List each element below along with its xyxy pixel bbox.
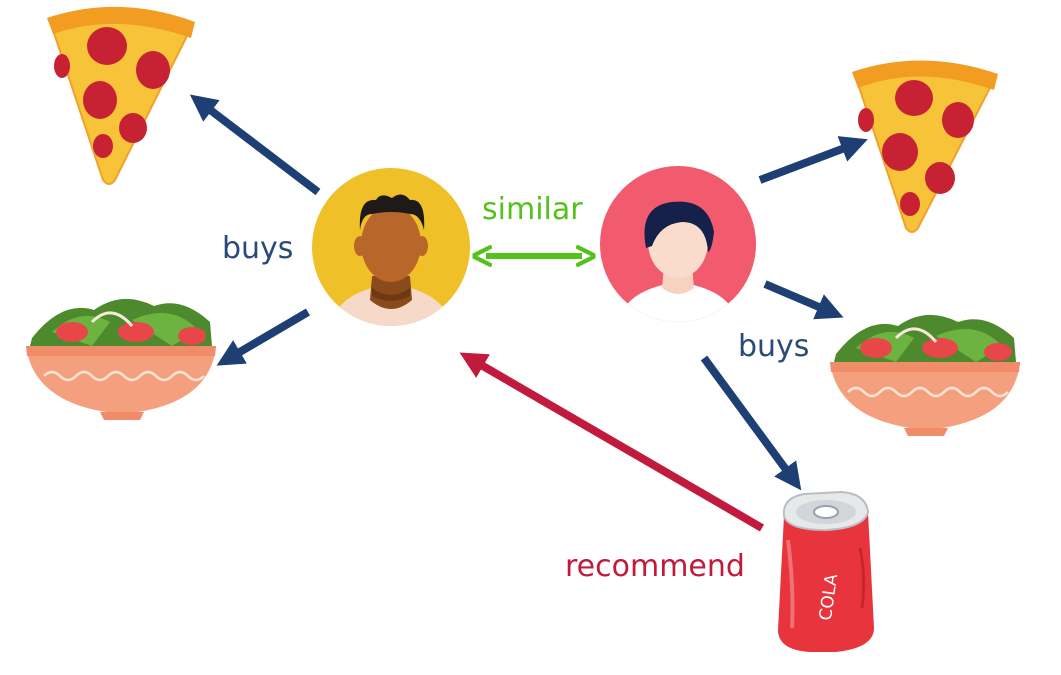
user-avatar-right (600, 166, 756, 322)
buys-label-right: buys (738, 329, 809, 364)
buys-arrow-left-pizza (189, 94, 321, 196)
buys-arrow-right-pizza (758, 136, 868, 184)
similar-label: similar (482, 192, 583, 227)
buys-arrow-right-cola (700, 355, 802, 491)
pizza-slice-icon (852, 60, 998, 233)
buys-arrow-right-salad (763, 280, 844, 320)
user-avatar-left (312, 168, 470, 326)
pizza-slice-icon (47, 6, 195, 185)
salad-bowl-icon (26, 298, 216, 420)
recommend-arrow (459, 352, 765, 532)
recommend-label: recommend (565, 549, 745, 584)
buys-arrow-left-salad (216, 308, 311, 366)
salad-bowl-icon (830, 314, 1020, 436)
cola-can-icon: COLA (778, 490, 874, 652)
buys-label-left: buys (222, 231, 293, 266)
